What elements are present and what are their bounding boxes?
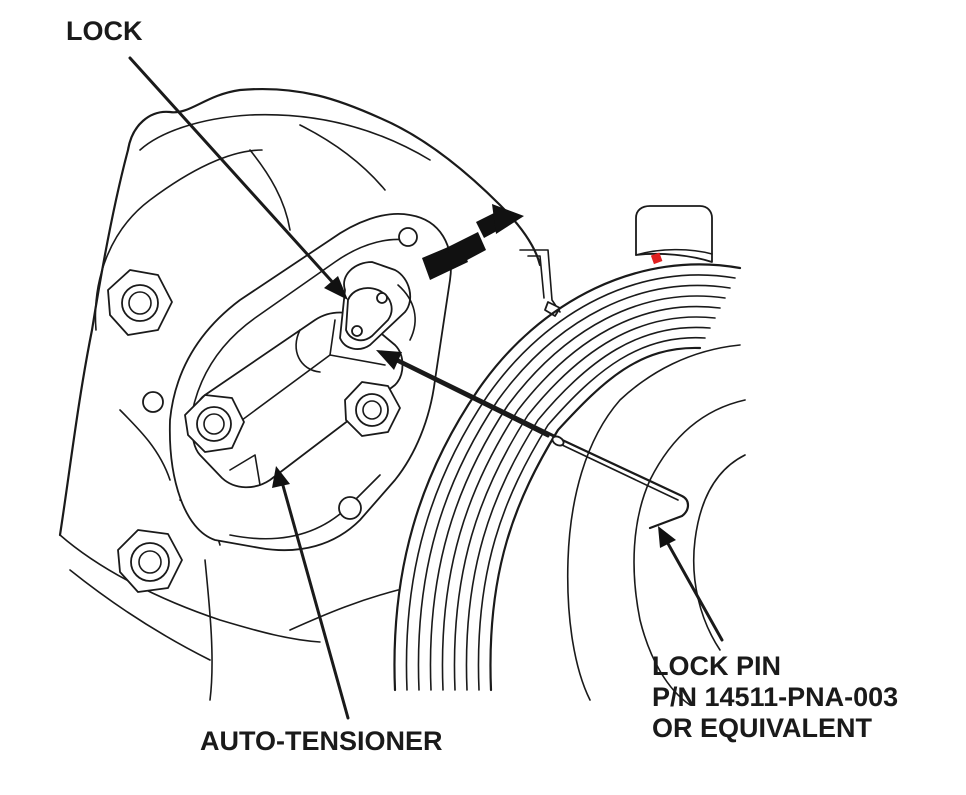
leader-lock-pin-insert — [376, 350, 550, 438]
engine-block-outline — [58, 87, 542, 701]
leader-auto-tensioner — [272, 466, 350, 720]
auto-tensioner-label: AUTO-TENSIONER — [200, 726, 443, 756]
bolt-top-left — [107, 269, 173, 336]
bolt-hole-3 — [338, 496, 362, 520]
rotation-arrow-2 — [446, 232, 486, 266]
rotation-arrows — [422, 204, 524, 280]
lock-pin-label: LOCK PIN P/N 14511-PNA-003 OR EQUIVALENT — [652, 651, 898, 744]
lock-pin-label-line-3: OR EQUIVALENT — [652, 713, 873, 743]
lock-lever — [339, 261, 416, 350]
bolt-hole-2 — [142, 391, 164, 413]
leader-lock-pin — [658, 526, 724, 642]
bolt-tensioner-right — [344, 381, 401, 437]
lock-pin-label-line-2: P/N 14511-PNA-003 — [652, 682, 899, 712]
timing-mark-marker — [650, 252, 663, 265]
timing-bracket — [519, 249, 561, 317]
rotation-arrow-head — [492, 204, 524, 234]
lock-pin-label-line-1: LOCK PIN — [652, 651, 782, 681]
bolt-bottom-left — [117, 529, 183, 593]
leader-lock — [128, 56, 348, 300]
timing-scale-tab — [635, 205, 713, 263]
bolt-hole-1 — [398, 227, 418, 247]
lock-pin — [380, 350, 690, 530]
lock-label: LOCK — [66, 16, 143, 46]
bolt-tensioner-left — [184, 394, 245, 453]
